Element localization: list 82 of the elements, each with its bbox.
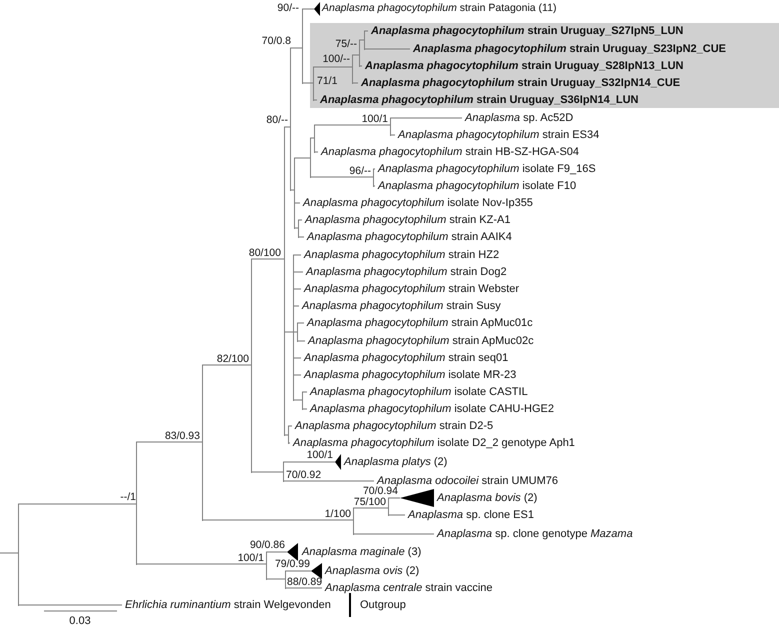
taxon-label: Anaplasma phagocytophilum strain ApMuc01c	[304, 316, 533, 330]
taxon-label: Anaplasma centrale strain vaccine	[322, 581, 493, 595]
support-value: 70/0.94	[362, 485, 398, 497]
collapsed-clade-triangle	[400, 489, 434, 507]
taxon-label: Anaplasma phagocytophilum isolate Nov-Ip355	[300, 196, 533, 210]
support-value: 70/0.92	[286, 468, 322, 482]
taxon-label: Anaplasma phagocytophilum strain ES34	[395, 128, 600, 142]
support-value: 75/--	[335, 37, 357, 51]
tree-branch	[18, 604, 122, 606]
tree-branch	[296, 322, 304, 324]
tree-branch	[266, 578, 286, 580]
taxon-label: Anaplasma phagocytophilum strain Webster	[301, 282, 520, 296]
taxon-label: Anaplasma sp. Ac52D	[462, 111, 574, 125]
support-value: 100/--	[322, 52, 350, 66]
outgroup-label: Outgroup	[360, 598, 406, 612]
tree-branch	[292, 254, 302, 256]
support-value: 71/1	[317, 74, 338, 88]
tree-branch	[314, 124, 390, 126]
tree-branch	[310, 176, 374, 178]
support-value: 70/0.8	[262, 34, 291, 48]
support-value: 90/0.86	[250, 538, 285, 552]
tree-branch	[282, 480, 374, 482]
support-value: 1/100	[324, 507, 351, 521]
collapsed-clade-triangle	[314, 2, 320, 16]
support-value: 80/100	[248, 246, 281, 260]
tree-branch	[284, 570, 312, 572]
taxon-label: Ehrlichia ruminantium strain Welgevonden	[122, 598, 331, 612]
support-value: 100/1	[306, 448, 333, 462]
highlight-band	[310, 23, 779, 108]
support-value: 79/0.99	[274, 558, 310, 571]
collapsed-clade-triangle	[311, 563, 322, 579]
taxon-label: Anaplasma ovis (2)	[325, 564, 420, 578]
taxon-label: Anaplasma phagocytophilum isolate CAHU-HGE2	[307, 402, 554, 416]
scale-value: 0.03	[69, 614, 91, 628]
support-value: Anaplasma phagocytophilum strain Patagonia (11)	[322, 1, 556, 15]
tree-branch	[250, 258, 284, 260]
taxon-label: Anaplasma phagocytophilum strain Dog2	[303, 265, 507, 279]
taxon-label: Anaplasma phagocytophilum isolate D2_2 genotype Aph1	[290, 436, 575, 450]
tree-branch	[388, 514, 406, 516]
taxon-label: Anaplasma phagocytophilum strain HZ2	[301, 248, 500, 262]
taxon-label: Anaplasma sp. clone ES1	[405, 508, 534, 522]
tree-branch	[312, 66, 352, 68]
tree-branch	[0, 552, 18, 554]
taxon-label: Anaplasma phagocytophilum strain Uruguay_S23IpN2_CUE	[410, 42, 726, 56]
taxon-label: Anaplasma bovis (2)	[437, 491, 538, 505]
tree-branch	[352, 54, 360, 56]
taxon-label: Anaplasma platys (2)	[344, 455, 448, 469]
tree-branch	[364, 48, 410, 50]
tree-branch	[302, 8, 314, 10]
support-value: --/1	[120, 490, 136, 504]
taxon-label: Anaplasma phagocytophilum isolate F9_16S	[375, 162, 596, 176]
support-value: 100/1	[238, 551, 264, 565]
taxon-label: Anaplasma phagocytophilum isolate MR-23	[301, 368, 516, 382]
taxon-label: Anaplasma phagocytophilum strain D2-5	[292, 419, 494, 433]
support-value: 75/100	[354, 495, 386, 509]
tree-branch	[302, 82, 314, 84]
support-value: 82/100	[216, 352, 249, 366]
taxon-label: Anaplasma phagocytophilum strain AAIK4	[304, 230, 512, 244]
taxon-label: Anaplasma odocoilei strain UMUM76	[374, 474, 558, 488]
tree-branch	[284, 126, 290, 128]
taxon-label: Anaplasma phagocytophilum isolate F10	[375, 179, 576, 193]
support-value: 90/--	[277, 1, 299, 15]
taxon-label: Anaplasma phagocytophilum strain Uruguay_S32IpN14_CUE	[358, 76, 680, 90]
support-value: 96/--	[349, 164, 371, 178]
taxon-label: Anaplasma phagocytophilum strain Uruguay_S36IpN14_LUN	[317, 93, 638, 107]
taxon-label: Anaplasma phagocytophilum strain Uruguay_S28IpN13_LUN	[362, 59, 684, 73]
support-value: 83/0.93	[164, 429, 200, 443]
taxon-label: Anaplasma phagocytophilum strain Uruguay_S27IpN5_LUN	[368, 24, 684, 38]
support-value: 100/1	[362, 112, 388, 126]
taxon-label: Anaplasma phagocytophilum isolate CASTIL	[307, 385, 528, 399]
collapsed-clade-triangle	[335, 454, 341, 470]
taxon-label: Anaplasma phagocytophilum strain KZ-A1	[302, 213, 510, 227]
support-value: 88/0.89	[287, 575, 322, 589]
tree-branch	[202, 364, 252, 366]
taxon-label: Anaplasma phagocytophilum strain seq01	[301, 351, 508, 365]
taxon-label: Anaplasma maginale (3)	[302, 545, 422, 559]
taxon-label: Anaplasma phagocytophilum strain HB-SZ-HGA-S04	[318, 145, 580, 159]
taxon-label: Anaplasma sp. clone genotype Mazama	[434, 527, 633, 541]
taxon-label: Anaplasma phagocytophilum strain ApMuc02c	[305, 334, 534, 348]
collapsed-clade-triangle	[287, 543, 298, 561]
support-value: 80/--	[266, 113, 288, 127]
taxon-label: Anaplasma phagocytophilum strain Susy	[299, 299, 501, 313]
